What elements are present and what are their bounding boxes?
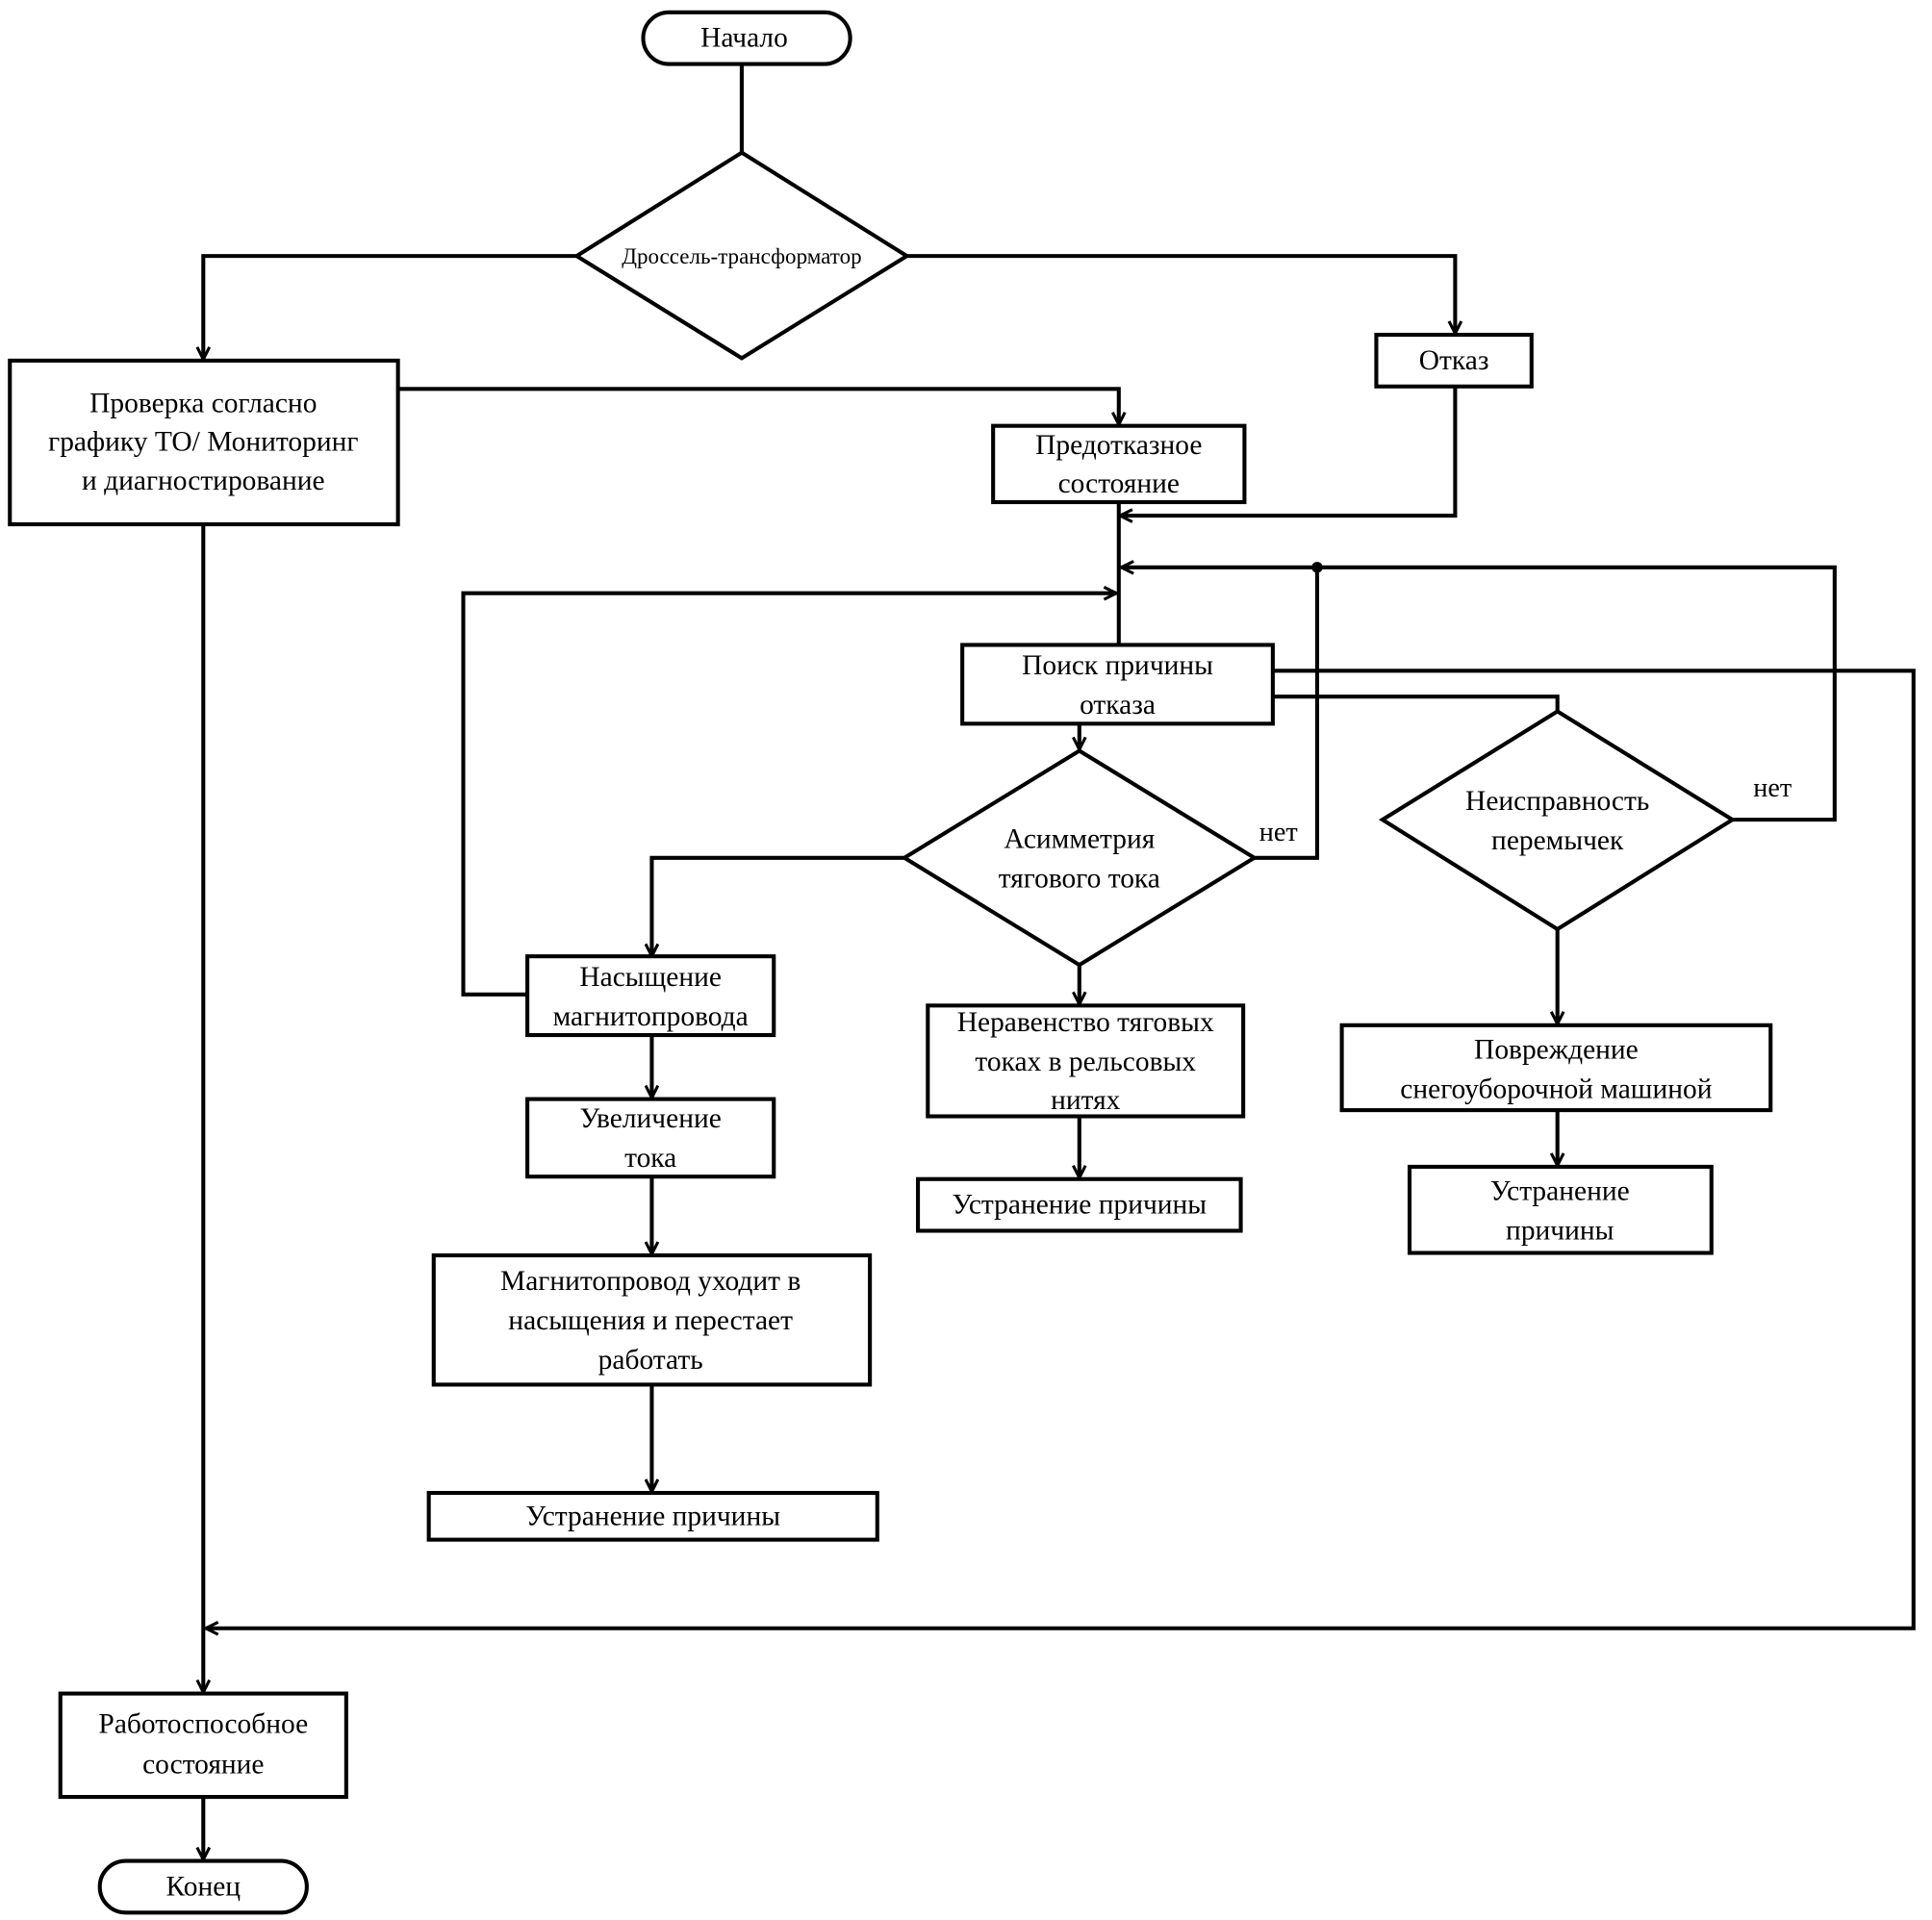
decision-jumpers[interactable]: Неисправность перемычек <box>1378 709 1737 932</box>
node-label-line-1: Асимметрия <box>1004 824 1155 855</box>
node-label-line-1: Увеличение <box>580 1103 722 1134</box>
edge-label-jumpers-no: нет <box>1753 773 1792 803</box>
node-snowplow-damage[interactable]: Повреждение снегоуборочной машиной <box>1339 1023 1773 1113</box>
node-label: Отказ <box>1419 345 1489 376</box>
node-fix-cause-3[interactable]: Устранение причины <box>1407 1164 1714 1255</box>
node-label-line-2: состояние <box>142 1750 264 1781</box>
process-shape <box>926 1003 1246 1119</box>
node-label-line-1: Поиск причины <box>1022 650 1213 681</box>
node-check-schedule[interactable]: Проверка согласно графику ТО/ Мониторинг… <box>8 358 400 527</box>
node-label-line-2: тягового тока <box>999 864 1160 895</box>
node-label-line-2: насыщения и перестает <box>508 1305 793 1336</box>
node-core-saturation[interactable]: Насыщение магнитопровода <box>525 954 776 1038</box>
node-label: Устранение причины <box>525 1501 780 1531</box>
edge-search-to-operable <box>206 669 1916 1628</box>
process-shape <box>916 1176 1243 1233</box>
process-shape <box>960 643 1275 726</box>
node-label-line-1: Неисправность <box>1465 786 1649 817</box>
edge-decision-to-failure <box>906 254 1456 334</box>
node-operable-state[interactable]: Работоспособное состояние <box>58 1691 348 1800</box>
edge-asymmetry-no-loop <box>1254 567 1320 860</box>
node-label-line-2: состояние <box>1058 468 1180 499</box>
process-shape <box>525 1097 776 1179</box>
node-search-cause[interactable]: Поиск причины отказа <box>960 643 1275 726</box>
node-label-line-2: отказа <box>1080 690 1156 720</box>
node-label: Начало <box>700 23 788 54</box>
decision-choke-transformer[interactable]: Дроссель-трансформатор <box>572 150 911 361</box>
node-label: Конец <box>166 1871 242 1902</box>
decision-asymmetry[interactable]: Асимметрия тягового тока <box>901 748 1258 968</box>
edge-label-asymmetry-no: нет <box>1259 818 1298 847</box>
process-shape <box>8 358 400 527</box>
node-label-line-2: снегоуборочной машиной <box>1400 1074 1712 1104</box>
process-shape <box>1407 1164 1714 1255</box>
node-label-line-1: Проверка согласно <box>89 389 317 419</box>
edge-jumpers-no-loop <box>1121 568 1837 822</box>
process-shape <box>991 423 1247 505</box>
node-label-line-2: тока <box>624 1143 676 1174</box>
node-label-line-2: причины <box>1506 1215 1614 1246</box>
terminator-shape <box>641 10 852 66</box>
process-shape <box>1374 332 1534 389</box>
node-rail-current-inequality[interactable]: Неравенство тяговых токах в рельсовых ни… <box>926 1003 1246 1119</box>
node-label-line-1: Работоспособное <box>98 1709 308 1740</box>
node-prefailure[interactable]: Предотказное состояние <box>991 423 1247 505</box>
node-label-line-1: Неравенство тяговых <box>957 1007 1214 1038</box>
edge-failure-to-merge <box>1120 386 1458 516</box>
edge-search-to-jumpers <box>1272 695 1560 712</box>
process-shape <box>1339 1023 1773 1113</box>
node-start[interactable]: Начало <box>641 10 852 66</box>
decision-shape <box>1378 709 1737 932</box>
process-shape <box>426 1490 879 1542</box>
process-shape <box>525 954 776 1038</box>
node-label-line-1: Повреждение <box>1474 1034 1639 1065</box>
node-label-line-2: перемычек <box>1491 825 1624 856</box>
junction-dot <box>1311 562 1323 573</box>
node-label-line-3: работать <box>598 1345 703 1376</box>
node-current-increase[interactable]: Увеличение тока <box>525 1097 776 1179</box>
node-label-line-3: нитях <box>1051 1085 1121 1116</box>
edge-asymmetry-to-saturation <box>651 855 904 956</box>
node-label-line-2: магнитопровода <box>553 1001 749 1032</box>
edge-check-to-prefailure <box>397 387 1119 424</box>
node-label-line-1: Устранение <box>1490 1176 1630 1207</box>
node-label-line-2: токах в рельсовых <box>975 1047 1196 1077</box>
node-end[interactable]: Конец <box>97 1858 309 1915</box>
node-fix-cause-2[interactable]: Устранение причины <box>916 1176 1243 1233</box>
terminator-shape <box>97 1858 309 1915</box>
node-core-saturated-stops[interactable]: Магнитопровод уходит в насыщения и перес… <box>431 1253 873 1387</box>
node-label: Дроссель-трансформатор <box>622 243 861 268</box>
node-label-line-1: Магнитопровод уходит в <box>500 1266 801 1297</box>
node-label-line-2: графику ТО/ Мониторинг <box>48 426 358 457</box>
decision-shape <box>901 748 1258 968</box>
node-failure[interactable]: Отказ <box>1374 332 1534 389</box>
edge-decision-to-check <box>203 254 577 359</box>
decision-shape <box>572 150 911 361</box>
node-label-line-1: Предотказное <box>1035 430 1202 461</box>
edge-saturation-loop-back <box>461 594 1117 997</box>
connectors <box>203 63 1916 1860</box>
node-label-line-1: Насыщение <box>579 962 722 993</box>
process-shape <box>58 1691 348 1800</box>
node-label-line-3: и диагностирование <box>82 466 325 496</box>
process-shape <box>431 1253 873 1387</box>
node-fix-cause-1[interactable]: Устранение причины <box>426 1490 879 1542</box>
node-label: Устранение причины <box>953 1190 1208 1221</box>
